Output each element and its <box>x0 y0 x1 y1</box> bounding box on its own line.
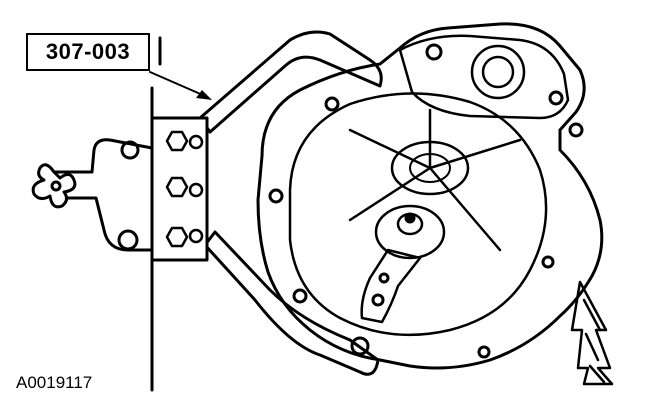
fixture-frame-outer <box>198 30 383 134</box>
housing-bolt <box>568 122 584 138</box>
arrow-hatch <box>588 364 606 384</box>
callout-leader <box>149 71 206 97</box>
bell-ring <box>288 92 548 337</box>
housing-bolt <box>292 288 308 304</box>
spoke <box>348 128 432 170</box>
tool-callout-box: 307-003 <box>26 33 150 71</box>
bolt-head <box>165 226 189 248</box>
output-seal-inner <box>481 55 515 89</box>
housing-bolt <box>477 345 491 359</box>
housing-bolt <box>268 188 284 204</box>
arm-bolt <box>117 229 139 251</box>
star-knob <box>31 163 77 209</box>
housing-bolt <box>541 255 555 269</box>
leader-arrowhead <box>196 90 212 100</box>
arrow-outline <box>570 280 614 386</box>
housing-bolt <box>425 43 443 61</box>
housing-outline <box>256 22 604 370</box>
fixture-frame-lower <box>203 230 380 376</box>
arrow-hatch <box>582 298 602 332</box>
arm-bolt <box>120 140 140 160</box>
transaxle-housing <box>256 22 604 370</box>
housing-bolt <box>350 336 370 356</box>
spoke <box>348 166 432 222</box>
release-fork <box>360 248 422 324</box>
bolt-head <box>188 182 204 198</box>
bolt-head <box>165 176 189 198</box>
output-seal-outer <box>470 44 526 100</box>
housing-bolt <box>324 96 340 112</box>
tool-callout-label: 307-003 <box>45 39 131 64</box>
holding-fixture <box>31 30 383 376</box>
bolt-head <box>165 130 189 152</box>
housing-bolt <box>548 90 564 106</box>
shaft-center <box>404 212 416 224</box>
shift-housing <box>398 34 570 120</box>
bolt-head <box>188 228 204 244</box>
spoke <box>428 166 502 252</box>
clamp-plate <box>150 116 209 262</box>
spoke <box>428 138 522 170</box>
fork-pivot <box>378 272 390 284</box>
bolt-head <box>188 134 204 150</box>
input-shaft-bearing <box>374 204 446 260</box>
fork-pivot <box>371 293 385 307</box>
figure-id-label: A0019117 <box>16 373 93 392</box>
arrow-hatch <box>584 332 600 362</box>
knob-center <box>50 180 62 192</box>
gear-spokes <box>348 108 522 252</box>
plate-bolts <box>165 130 204 248</box>
direction-arrow <box>570 280 614 386</box>
